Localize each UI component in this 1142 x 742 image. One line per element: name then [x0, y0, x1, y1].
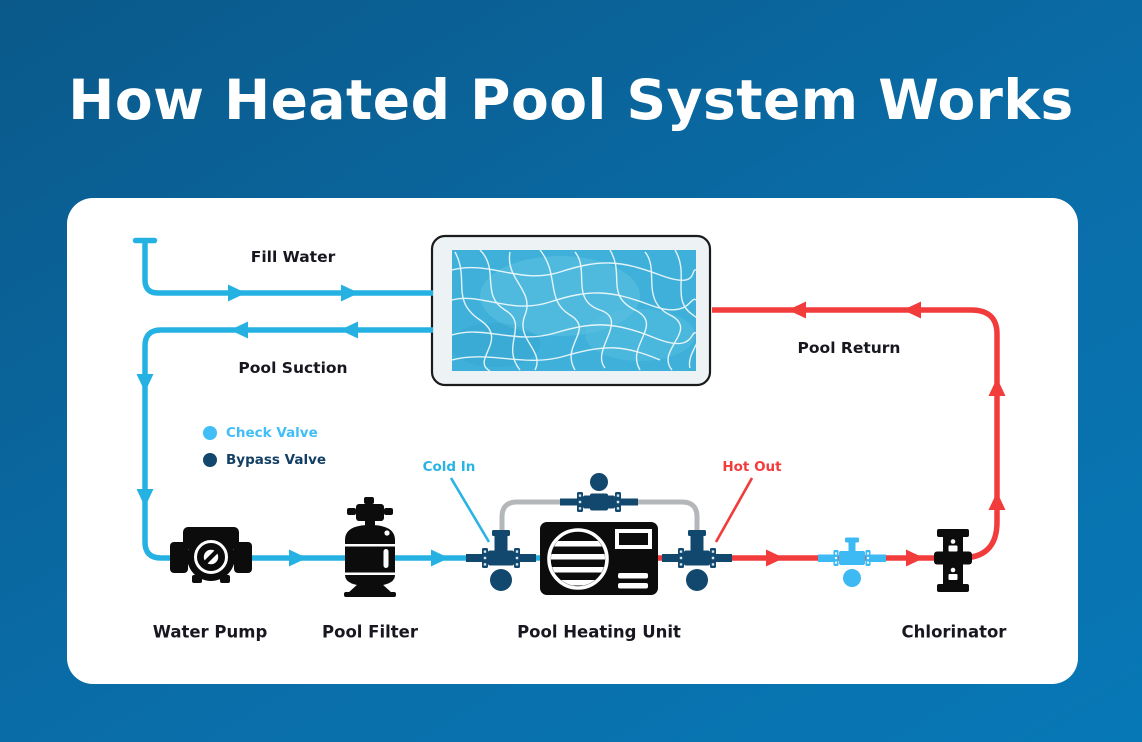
pool-filter-label: Pool Filter	[322, 622, 418, 642]
pool-return-label: Pool Return	[797, 339, 901, 357]
cold-in-label: Cold In	[422, 459, 476, 475]
legend-check-valve-label: Check Valve	[226, 425, 318, 441]
chlorinator-label: Chlorinator	[901, 622, 1007, 642]
bypass-valve-dot-icon	[203, 453, 217, 467]
legend: Check Valve Bypass Valve	[203, 425, 326, 468]
bypass-tee-left-icon	[466, 530, 536, 591]
pool-suction-label: Pool Suction	[238, 359, 348, 377]
legend-item-bypass-valve: Bypass Valve	[203, 452, 326, 468]
pool-heating-unit-icon	[540, 522, 658, 595]
fill-water-pipe	[132, 237, 433, 296]
pool-filter-icon	[344, 497, 396, 597]
water-caustics	[452, 250, 696, 371]
legend-bypass-valve-label: Bypass Valve	[226, 452, 327, 468]
water-pump-label: Water Pump	[152, 622, 268, 642]
legend-item-check-valve: Check Valve	[203, 425, 326, 441]
hot-out-pointer	[714, 477, 754, 543]
fill-water-label: Fill Water	[250, 248, 336, 266]
bypass-tee-right-icon	[662, 530, 732, 591]
check-valve-icon	[818, 537, 886, 587]
chlorinator-icon	[934, 529, 972, 592]
pool-icon	[430, 234, 712, 387]
pool-suction-pipe	[142, 327, 545, 561]
cold-in-pointer	[449, 477, 491, 543]
hot-out-label: Hot Out	[722, 459, 782, 475]
check-valve-dot-icon	[203, 426, 217, 440]
pool-heating-unit-label: Pool Heating Unit	[517, 622, 681, 642]
page-title: How Heated Pool System Works	[68, 68, 1074, 132]
water-pump-icon	[170, 527, 252, 583]
pool-return-pipe	[645, 307, 1000, 561]
bypass-valve-top-icon	[560, 473, 638, 512]
